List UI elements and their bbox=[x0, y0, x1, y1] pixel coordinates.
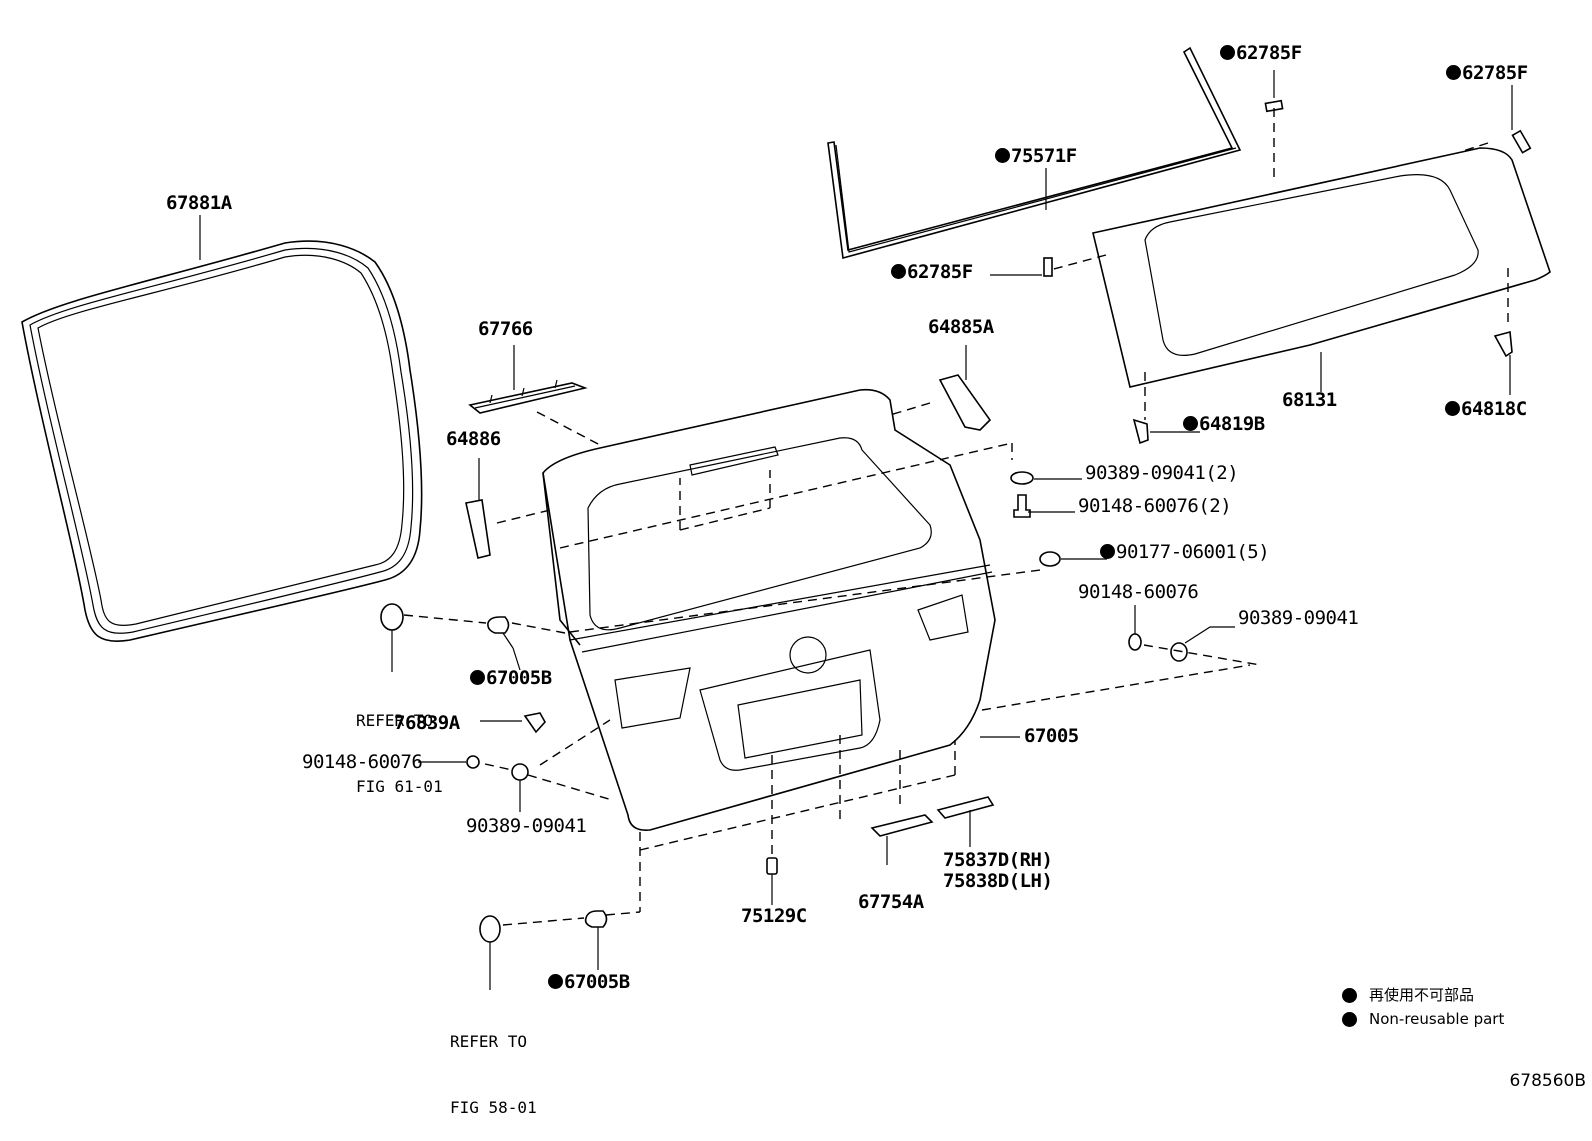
bracket-67766 bbox=[468, 345, 601, 446]
fasteners-left bbox=[380, 603, 641, 990]
callout-90148-60076-right[interactable]: 90148-60076 bbox=[1078, 581, 1199, 603]
non-reusable-icon bbox=[891, 264, 906, 279]
garnish-clips bbox=[1132, 330, 1513, 445]
non-reusable-icon bbox=[1342, 987, 1357, 1003]
bottom-items bbox=[766, 796, 995, 905]
callout-67881a[interactable]: 67881A bbox=[166, 192, 232, 214]
back-door-glass-68131 bbox=[1049, 108, 1551, 420]
callout-76839a[interactable]: 76839A bbox=[394, 712, 460, 734]
non-reusable-icon bbox=[1220, 45, 1235, 60]
non-reusable-icon bbox=[470, 670, 485, 685]
reference-fig-58-01[interactable]: REFER TO FIG 58-01 bbox=[450, 1032, 537, 1117]
callout-62785f-right[interactable]: 62785F bbox=[1446, 63, 1528, 83]
non-reusable-icon bbox=[1342, 1011, 1357, 1027]
fasteners-right bbox=[1010, 471, 1261, 666]
callout-75571f[interactable]: 75571F bbox=[995, 146, 1077, 166]
moulding-75571f bbox=[827, 46, 1242, 260]
callout-90389-09041-left[interactable]: 90389-09041 bbox=[466, 815, 587, 837]
callout-90148-60076-2[interactable]: 90148-60076(2) bbox=[1078, 495, 1232, 517]
non-reusable-icon bbox=[995, 148, 1010, 163]
clips-62785f bbox=[990, 70, 1532, 277]
callout-67766[interactable]: 67766 bbox=[478, 318, 533, 340]
callout-90177-06001-5[interactable]: 90177-06001(5) bbox=[1100, 542, 1270, 562]
callout-64818c[interactable]: 64818C bbox=[1445, 399, 1527, 419]
reference-fig-61-01[interactable]: REFER TO FIG 61-01 bbox=[356, 711, 443, 796]
callout-67005b-upper[interactable]: 67005B bbox=[470, 668, 552, 688]
callout-90389-09041-2[interactable]: 90389-09041(2) bbox=[1085, 462, 1239, 484]
callout-64885a[interactable]: 64885A bbox=[928, 316, 994, 338]
non-reusable-icon bbox=[548, 974, 563, 989]
callout-75837d-rh[interactable]: 75837D(RH) bbox=[943, 849, 1053, 871]
back-door-panel-67005 bbox=[542, 388, 1251, 912]
non-reusable-icon bbox=[1445, 401, 1460, 416]
callout-75838d-lh[interactable]: 75838D(LH) bbox=[943, 870, 1053, 892]
callout-68131[interactable]: 68131 bbox=[1282, 389, 1337, 411]
callout-67754a[interactable]: 67754A bbox=[858, 891, 924, 913]
callout-62785f-top[interactable]: 62785F bbox=[1220, 43, 1302, 63]
bracket-64886 bbox=[465, 458, 551, 559]
non-reusable-icon bbox=[1183, 416, 1198, 431]
figure-id: 678560B bbox=[1509, 1071, 1586, 1091]
callout-67005[interactable]: 67005 bbox=[1024, 725, 1079, 747]
legend: 再使用不可部品 Non-reusable part bbox=[1342, 983, 1504, 1031]
callout-62785f-left[interactable]: 62785F bbox=[891, 262, 973, 282]
legend-row-english: Non-reusable part bbox=[1342, 1007, 1504, 1031]
weatherstrip-67881a bbox=[21, 215, 423, 642]
legend-row-japanese: 再使用不可部品 bbox=[1342, 983, 1504, 1007]
callout-75129c[interactable]: 75129C bbox=[741, 905, 807, 927]
callout-64819b[interactable]: 64819B bbox=[1183, 414, 1265, 434]
non-reusable-icon bbox=[1100, 544, 1115, 559]
non-reusable-icon bbox=[1446, 65, 1461, 80]
bracket-64885a bbox=[889, 345, 992, 431]
callout-90389-09041-right[interactable]: 90389-09041 bbox=[1238, 607, 1359, 629]
callout-67005b-lower[interactable]: 67005B bbox=[548, 972, 630, 992]
parts-diagram bbox=[21, 46, 1551, 990]
callout-64886[interactable]: 64886 bbox=[446, 428, 501, 450]
callout-90148-60076-left[interactable]: 90148-60076 bbox=[302, 751, 423, 773]
